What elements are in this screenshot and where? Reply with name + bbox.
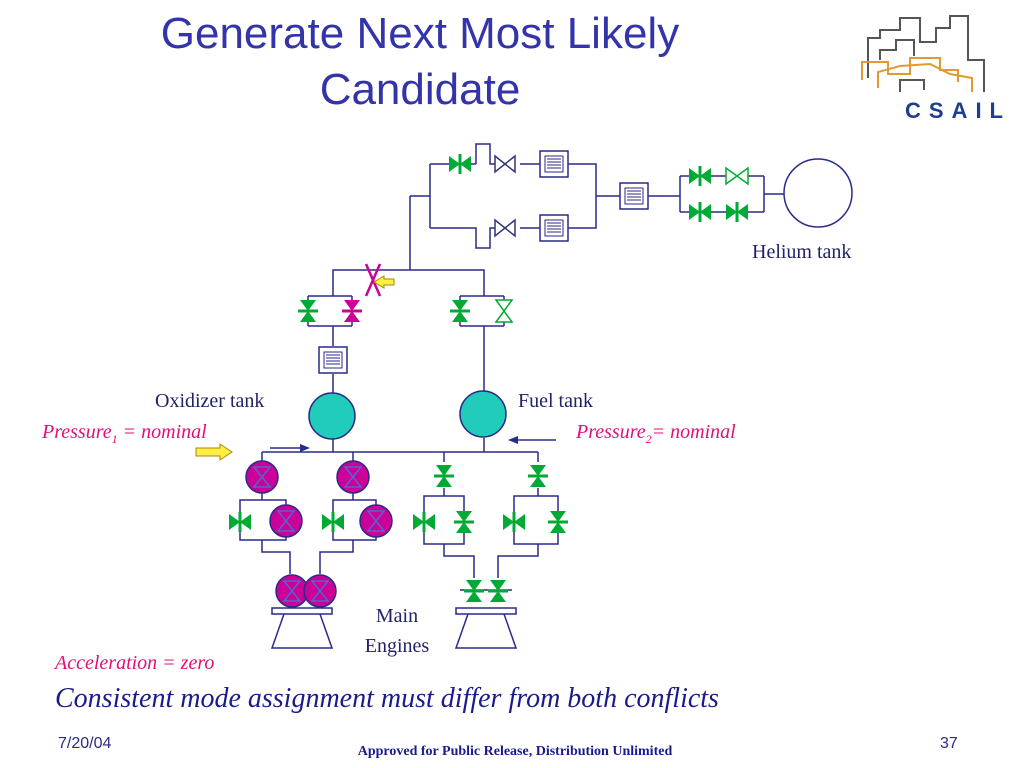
footer-release-notice: Approved for Public Release, Distributio…	[357, 744, 673, 759]
csail-logo-text: CSAIL	[905, 98, 1011, 123]
fuel-tank-icon	[459, 390, 507, 438]
oxidizer-tank-label: Oxidizer tank	[155, 390, 265, 412]
title-line-2: Candidate	[319, 65, 521, 114]
acceleration-label: Acceleration = zero	[55, 652, 215, 674]
conclusion-text: Consistent mode assignment must differ f…	[55, 683, 719, 714]
oxidizer-tank-icon	[308, 392, 356, 440]
page-title: Generate Next Most Likely Candidate	[60, 6, 780, 118]
page-number: 37	[940, 735, 958, 752]
helium-tank-label: Helium tank	[752, 241, 852, 263]
pressure1-label: Pressure1 = nominal	[42, 421, 207, 446]
pressure2-label: Pressure2= nominal	[576, 421, 736, 446]
helium-tank-icon	[783, 158, 853, 228]
main-engines-label: Main Engines	[364, 605, 430, 657]
title-line-1: Generate Next Most Likely	[160, 9, 680, 58]
fuel-tank-label: Fuel tank	[518, 390, 593, 412]
footer-date: 7/20/04	[58, 735, 112, 752]
